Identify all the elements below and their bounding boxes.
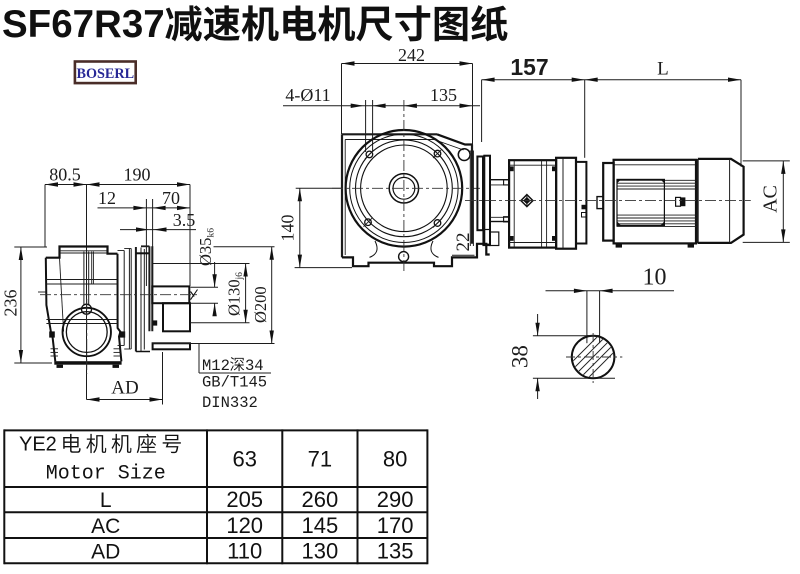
svg-text:80.5: 80.5 (49, 165, 81, 185)
svg-text:38: 38 (508, 345, 533, 368)
svg-text:AC: AC (760, 185, 782, 213)
svg-text:AD: AD (111, 378, 138, 399)
svg-text:157: 157 (510, 54, 548, 80)
svg-text:80: 80 (383, 446, 407, 471)
svg-text:236: 236 (1, 290, 21, 317)
svg-text:140: 140 (278, 215, 298, 242)
svg-text:135: 135 (377, 539, 414, 564)
svg-text:4-Ø11: 4-Ø11 (285, 85, 330, 105)
svg-text:34: 34 (245, 357, 264, 375)
svg-text:L: L (100, 489, 112, 512)
svg-text:205: 205 (226, 487, 263, 512)
svg-text:BOSERL: BOSERL (77, 66, 135, 82)
svg-text:GB/T145: GB/T145 (202, 374, 267, 392)
svg-text:Ø130: Ø130 (225, 279, 244, 316)
svg-text:22: 22 (453, 233, 474, 252)
svg-text:Ø200: Ø200 (251, 286, 270, 323)
svg-text:AC: AC (91, 515, 120, 538)
svg-text:YE2: YE2 (19, 434, 57, 456)
svg-text:Motor Size: Motor Size (46, 463, 166, 486)
svg-text:70: 70 (162, 188, 180, 208)
svg-text:145: 145 (302, 513, 339, 538)
svg-text:110: 110 (227, 539, 262, 564)
svg-text:AD: AD (91, 541, 120, 564)
svg-text:M12: M12 (202, 357, 230, 375)
svg-text:j6: j6 (235, 272, 245, 281)
svg-text:130: 130 (302, 539, 339, 564)
svg-text:SF67R37: SF67R37 (2, 3, 165, 46)
svg-text:242: 242 (398, 45, 425, 65)
svg-text:k6: k6 (207, 228, 217, 238)
svg-text:Ø35: Ø35 (196, 238, 215, 266)
svg-text:190: 190 (124, 165, 151, 185)
svg-text:63: 63 (232, 446, 256, 471)
svg-text:170: 170 (377, 513, 414, 538)
svg-text:L: L (657, 59, 669, 80)
svg-text:71: 71 (308, 446, 332, 471)
svg-text:10: 10 (643, 265, 667, 291)
svg-text:135: 135 (430, 85, 457, 105)
svg-text:120: 120 (226, 513, 263, 538)
svg-text:3.5: 3.5 (173, 210, 196, 230)
svg-text:290: 290 (377, 487, 414, 512)
svg-text:DIN332: DIN332 (202, 394, 258, 412)
svg-text:260: 260 (302, 487, 339, 512)
svg-text:12: 12 (98, 188, 116, 208)
